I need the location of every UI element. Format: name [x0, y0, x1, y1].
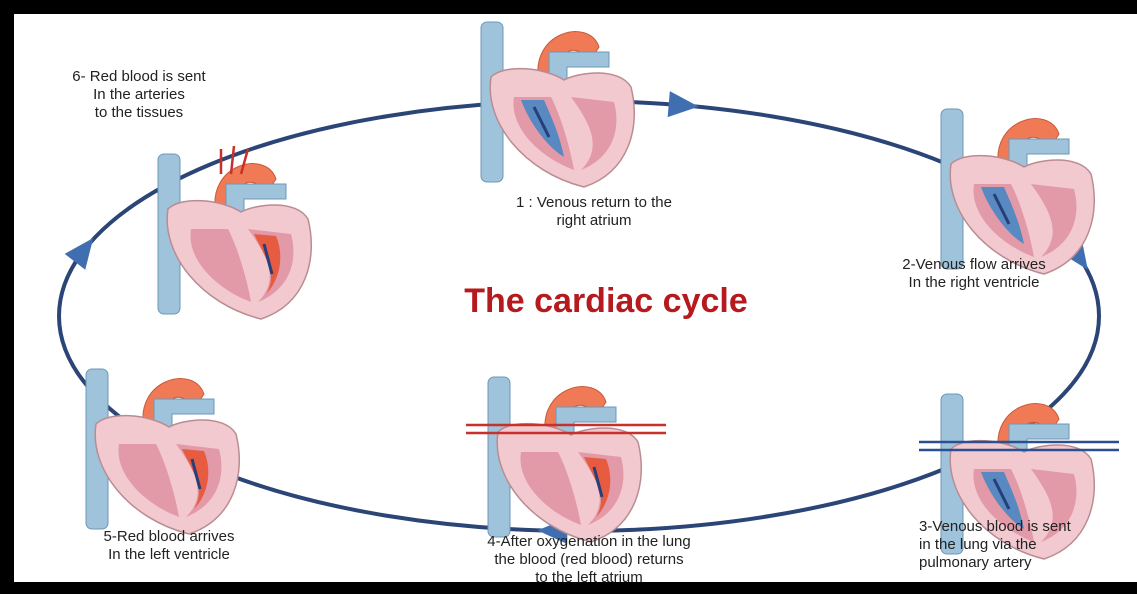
direction-arrow-1	[668, 91, 700, 119]
step-3-label: 3-Venous blood is sent in the lung via t…	[919, 518, 1137, 572]
heart-step-6	[158, 146, 311, 319]
step-2-label: 2-Venous flow arrives In the right ventr…	[854, 256, 1094, 292]
step-1-line-2: right atrium	[454, 212, 734, 230]
step-5-line-2: In the left ventricle	[69, 546, 269, 564]
step-2-line-1: 2-Venous flow arrives	[854, 256, 1094, 274]
step-3-line-3: pulmonary artery	[919, 554, 1137, 572]
step-1-line-1: 1 : Venous return to the	[454, 194, 734, 212]
step-4-line-2: the blood (red blood) returns	[429, 551, 749, 569]
step-4-line-3: to the left atrium	[429, 569, 749, 582]
step-6-label: 6- Red blood is sent In the arteries to …	[44, 68, 234, 122]
diagram-title: The cardiac cycle	[386, 282, 826, 321]
step-1-label: 1 : Venous return to the right atrium	[454, 194, 734, 230]
step-6-line-1: 6- Red blood is sent	[44, 68, 234, 86]
heart-step-1	[481, 22, 634, 187]
step-4-line-1: 4-After oxygenation in the lung	[429, 533, 749, 551]
step-5-line-1: 5-Red blood arrives	[69, 528, 269, 546]
step-4-label: 4-After oxygenation in the lung the bloo…	[429, 533, 749, 582]
diagram-canvas: The cardiac cycle 1 : Venous return to t…	[14, 14, 1137, 582]
heart-step-5	[86, 369, 239, 534]
step-3-line-1: 3-Venous blood is sent	[919, 518, 1137, 536]
step-3-line-2: in the lung via the	[919, 536, 1137, 554]
step-6-line-2: In the arteries	[44, 86, 234, 104]
heart-step-4	[466, 377, 666, 542]
step-6-line-3: to the tissues	[44, 104, 234, 122]
step-2-line-2: In the right ventricle	[854, 274, 1094, 292]
heart-step-2	[941, 109, 1094, 274]
step-5-label: 5-Red blood arrives In the left ventricl…	[69, 528, 269, 564]
